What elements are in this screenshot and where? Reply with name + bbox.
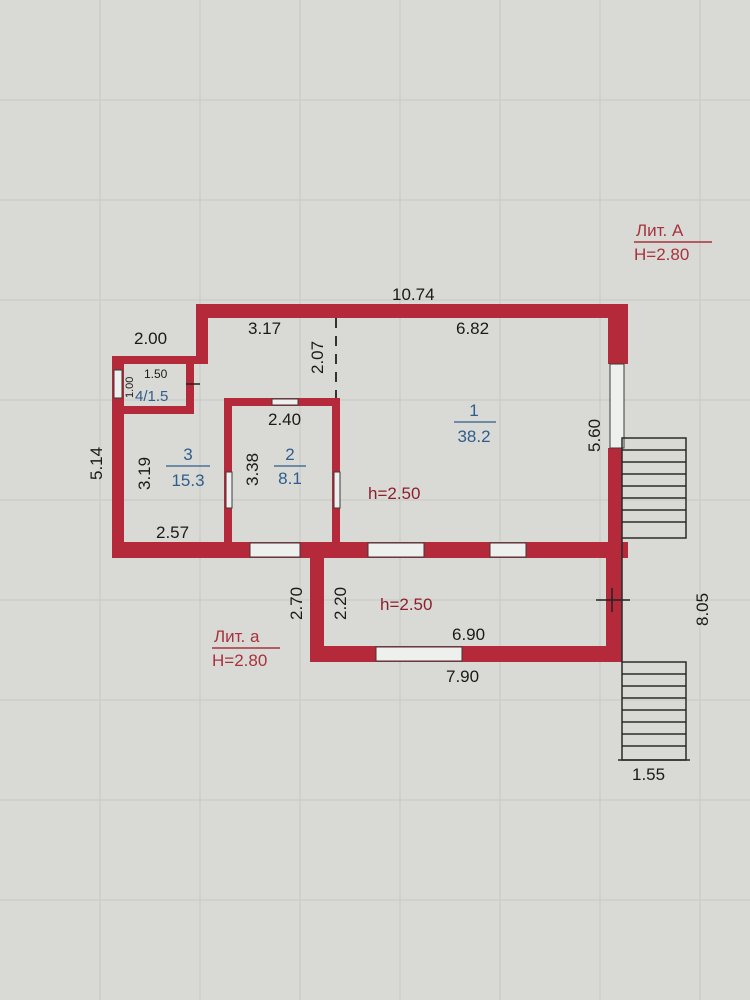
dim-annex-outer-height: 2.70: [287, 587, 306, 620]
dim-partition-short: 2.07: [308, 341, 327, 374]
dim-annex-inner-height: 2.20: [331, 587, 350, 620]
dim-room3-width: 2.57: [156, 523, 189, 542]
windows: [113, 363, 625, 662]
lit-a-lower-height: H=2.80: [212, 651, 267, 670]
lit-a-upper-height: H=2.80: [634, 245, 689, 264]
lit-a-lower-label: Лит. а H=2.80: [212, 627, 280, 670]
window-left-room3: [225, 471, 233, 509]
room-3-area: 15.3: [171, 471, 204, 490]
room-1-label: 1 38.2: [454, 401, 496, 446]
room-3-number: 3: [183, 445, 192, 464]
dim-stairs-width: 1.55: [632, 765, 665, 784]
main-building-walls: [112, 304, 628, 558]
lit-a-upper-title: Лит. А: [636, 221, 684, 240]
ceiling-height-room1: h=2.50: [368, 484, 420, 503]
dim-room3-height: 3.19: [135, 457, 154, 490]
window-annex-bottom: [375, 646, 463, 662]
dim-room2-height: 3.38: [243, 453, 262, 486]
window-right-room1: [609, 363, 625, 449]
room-2-label: 2 8.1: [274, 445, 306, 488]
door-room2-top: [271, 398, 299, 406]
dim-top-left-inner: 3.17: [248, 319, 281, 338]
dim-annex-inner-width: 6.90: [452, 625, 485, 644]
dim-closet-width: 1.50: [144, 367, 168, 381]
window-closet: [113, 369, 123, 399]
dim-left-top: 2.00: [134, 329, 167, 348]
window-room2-right: [333, 471, 341, 509]
window-bottom-1: [249, 542, 301, 558]
room-3-label: 3 15.3: [166, 445, 210, 490]
dim-annex-outer-width: 7.90: [446, 667, 479, 686]
door-opening-bottom: [489, 542, 527, 558]
room-2-area: 8.1: [278, 469, 302, 488]
lit-a-lower-title: Лит. а: [214, 627, 260, 646]
dim-left-total: 5.14: [87, 447, 106, 480]
vent-markers: [186, 383, 630, 612]
room-4-label: 4/1.5: [135, 388, 168, 405]
dim-stairs-length: 8.05: [693, 593, 712, 626]
dim-top-right-inner: 6.82: [456, 319, 489, 338]
room-1-area: 38.2: [457, 427, 490, 446]
window-bottom-2: [367, 542, 425, 558]
lit-a-upper-label: Лит. А H=2.80: [634, 221, 712, 264]
dim-right-room1: 5.60: [585, 419, 604, 452]
room-1-number: 1: [469, 401, 478, 420]
ceiling-height-annex: h=2.50: [380, 595, 432, 614]
dim-room2-width: 2.40: [268, 410, 301, 429]
exterior-staircase: [618, 437, 690, 761]
room-2-number: 2: [285, 445, 294, 464]
dim-top-total: 10.74: [392, 285, 435, 304]
annex-walls: [310, 556, 622, 662]
dimension-labels: 10.74 2.00 3.17 6.82 2.07 1.50 1.00 2.40…: [87, 285, 712, 784]
dim-closet-height: 1.00: [124, 377, 136, 398]
